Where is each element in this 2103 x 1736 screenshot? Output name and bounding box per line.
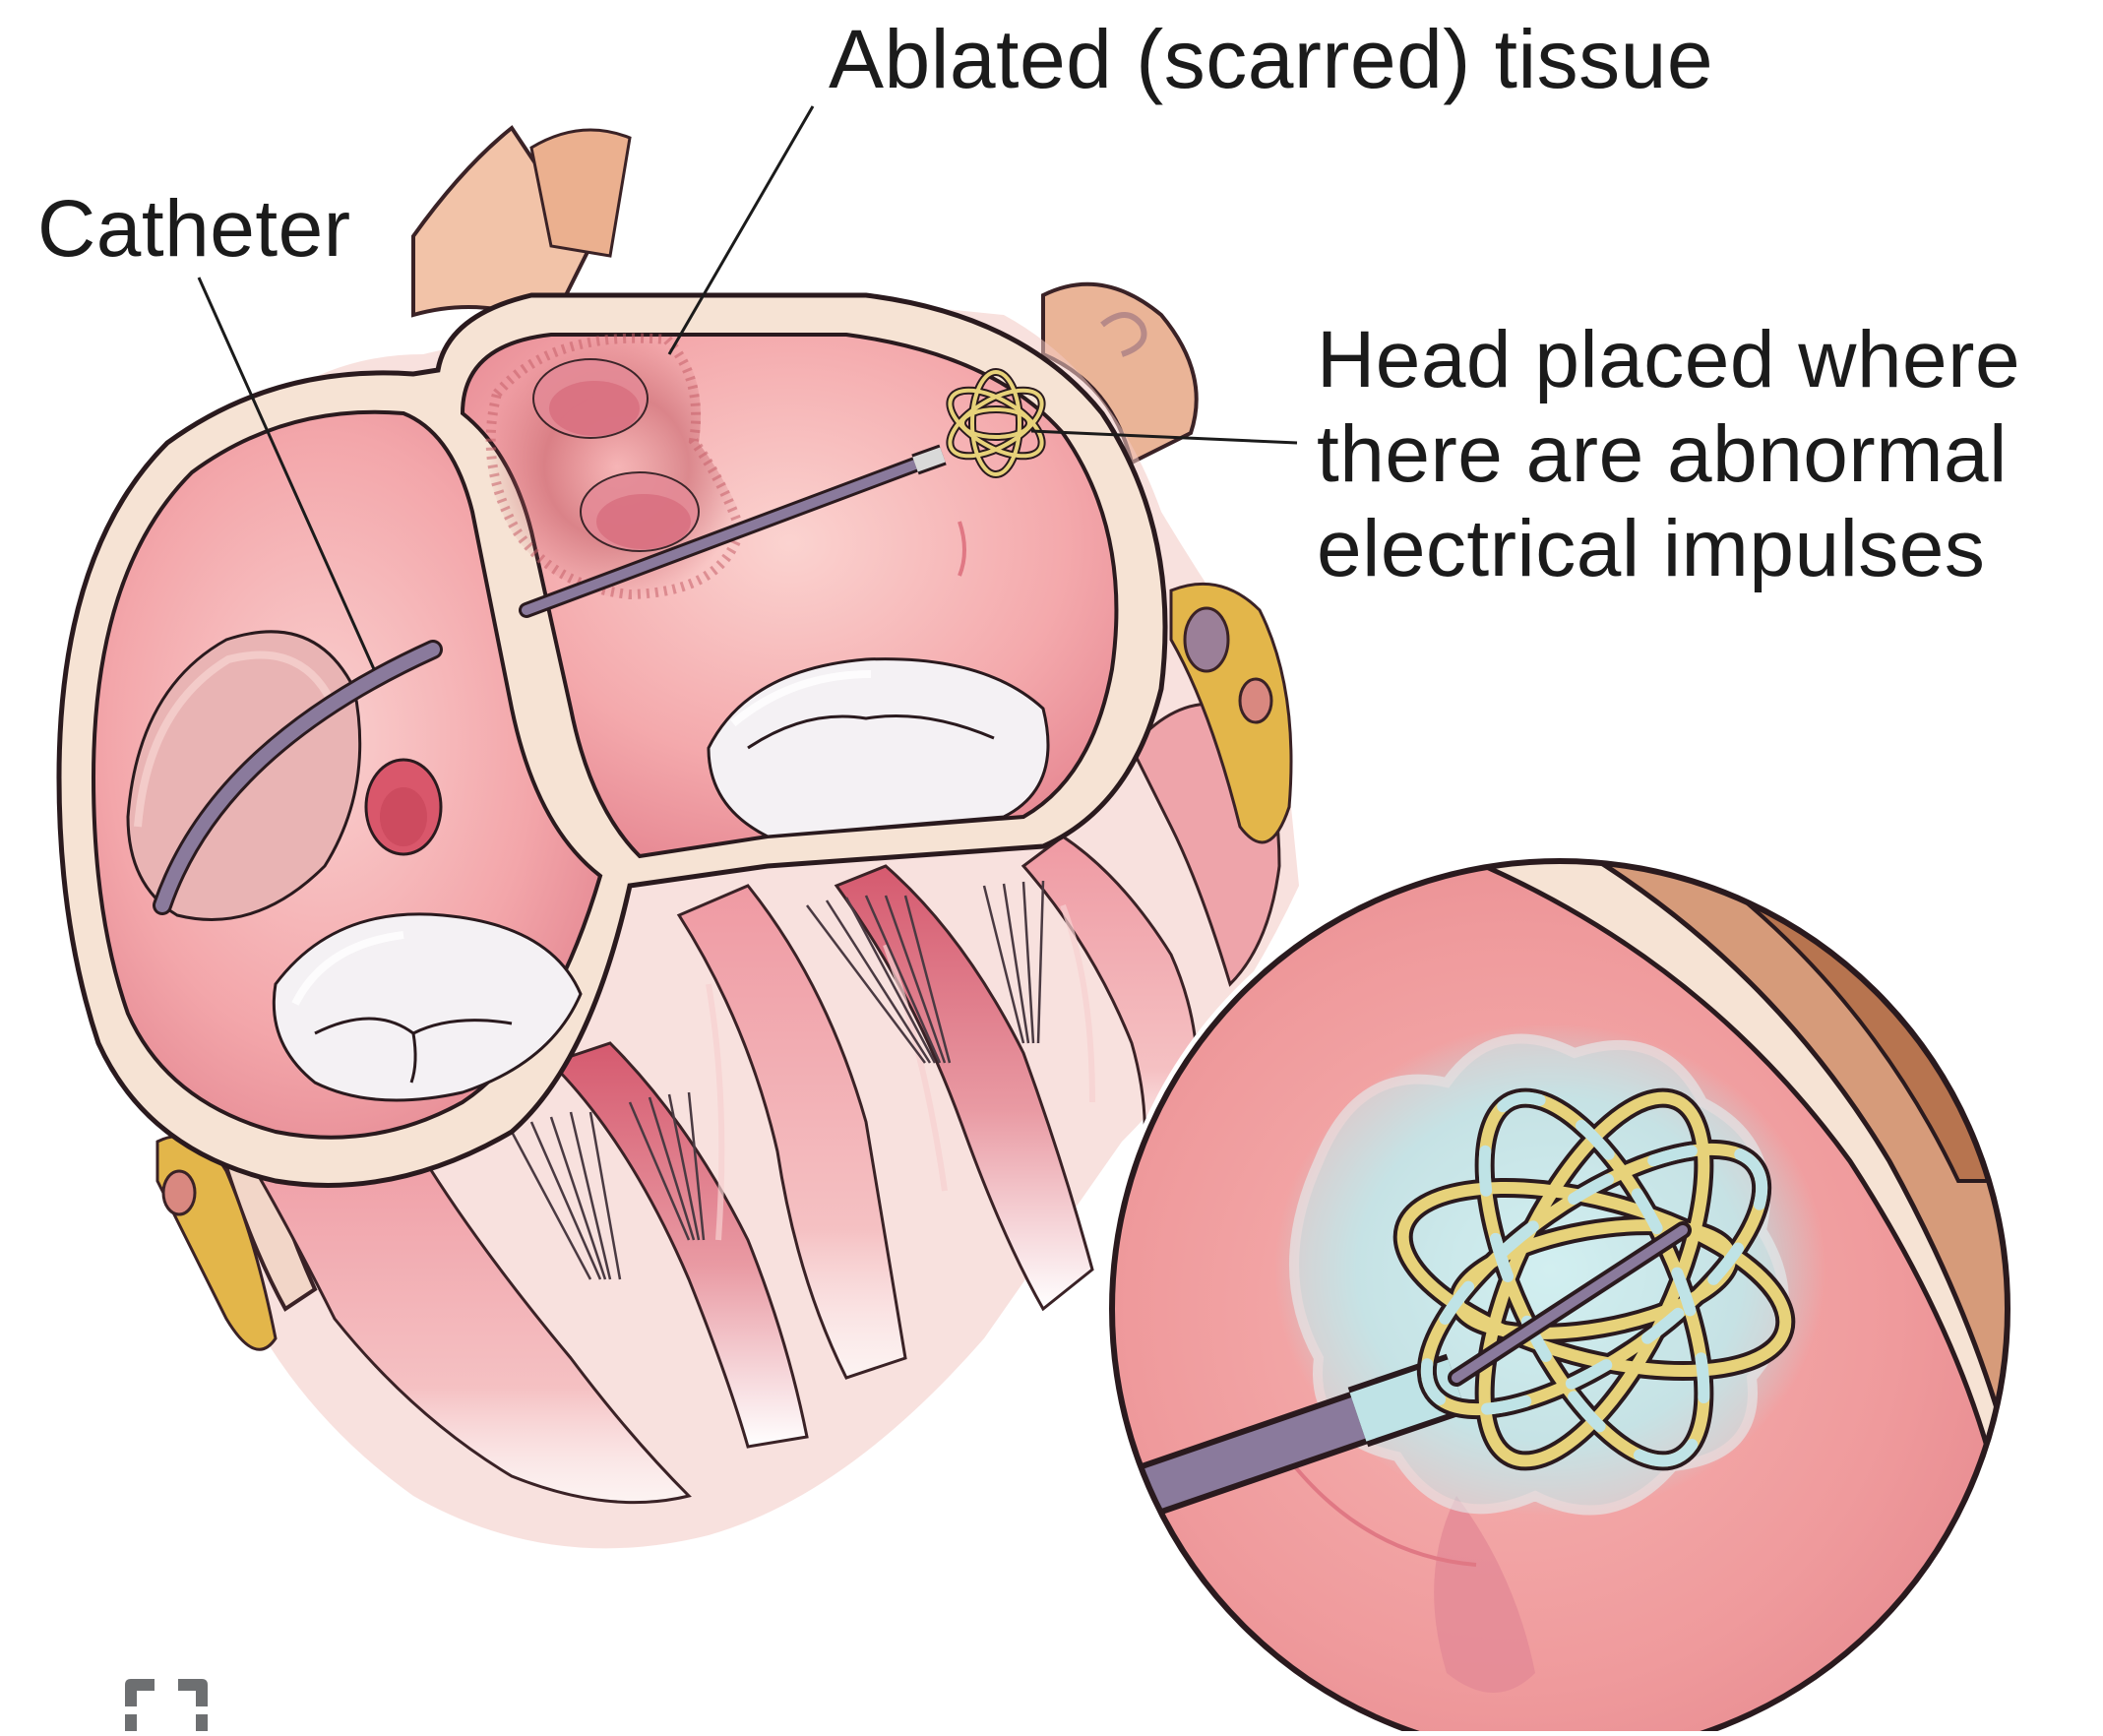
zoom-inset xyxy=(1102,846,2067,1731)
catheter-head-label: Head placed where there are abnormal ele… xyxy=(1317,313,2020,596)
catheter-label: Catheter xyxy=(37,187,351,272)
ablated-tissue-label: Ablated (scarred) tissue xyxy=(829,16,1713,102)
catheter-head-label-line-2: there are abnormal xyxy=(1317,407,2020,502)
catheter-head-label-line-3: electrical impulses xyxy=(1317,502,2020,596)
catheter-head-label-line-1: Head placed where xyxy=(1317,313,2020,407)
clinic-logo-icon xyxy=(125,1679,208,1731)
